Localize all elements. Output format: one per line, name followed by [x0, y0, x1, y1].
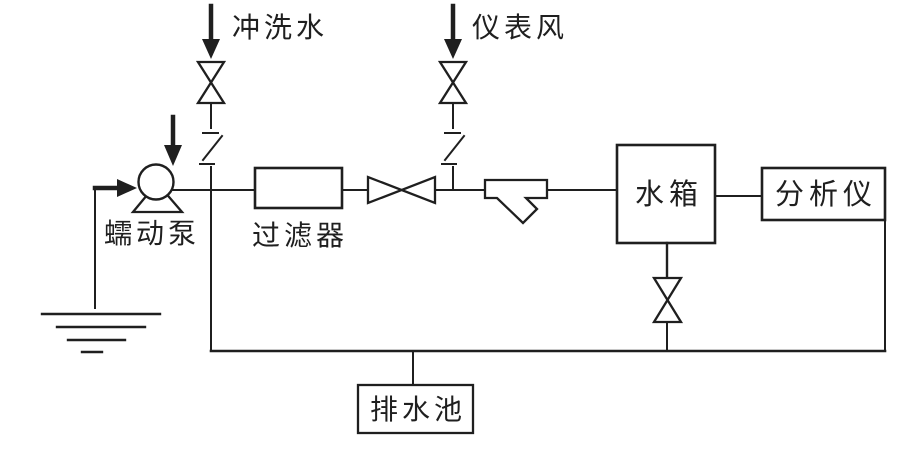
flush-water-valve-icon: [195, 60, 227, 105]
instrument-air-label: 仪表风: [472, 11, 568, 44]
filter-box: [253, 166, 344, 210]
drain-pool-box: [356, 383, 475, 435]
flush-water-line: [195, 3, 227, 191]
instrument-air-valve-icon: [437, 60, 469, 105]
pump-circle: [137, 163, 175, 201]
analyzer-label: 分析仪: [775, 177, 877, 211]
water-tank-box: [615, 143, 717, 245]
drain-pool-label: 排水池: [370, 393, 466, 426]
filter-label: 过滤器: [252, 219, 348, 252]
flush-water-label: 冲洗水: [232, 11, 328, 44]
hose-break-icon: [199, 132, 224, 165]
instrument-air-arrow-icon: [444, 39, 462, 59]
flush-water-arrow-icon: [202, 39, 220, 59]
peristaltic-pump-label: 蠕动泵: [104, 217, 200, 250]
inlet-flow-arrow-icon: [117, 179, 137, 197]
y-strainer-icon: [483, 178, 549, 225]
peristaltic-pump-icon: [130, 114, 185, 214]
instrument-air-line: [437, 3, 469, 191]
ground-icon: [40, 312, 162, 354]
hose-break-icon: [441, 132, 466, 165]
sample-inlet-line: [92, 179, 137, 309]
water-tank-label: 水箱: [635, 177, 703, 211]
control-valve-icon: [366, 175, 437, 205]
tank-drain-branch: [651, 241, 684, 352]
pump-inlet-arrow-icon: [164, 145, 182, 166]
drain-valve-icon: [651, 276, 684, 324]
drain-line: [209, 189, 887, 386]
analyzer-box: [760, 166, 887, 222]
